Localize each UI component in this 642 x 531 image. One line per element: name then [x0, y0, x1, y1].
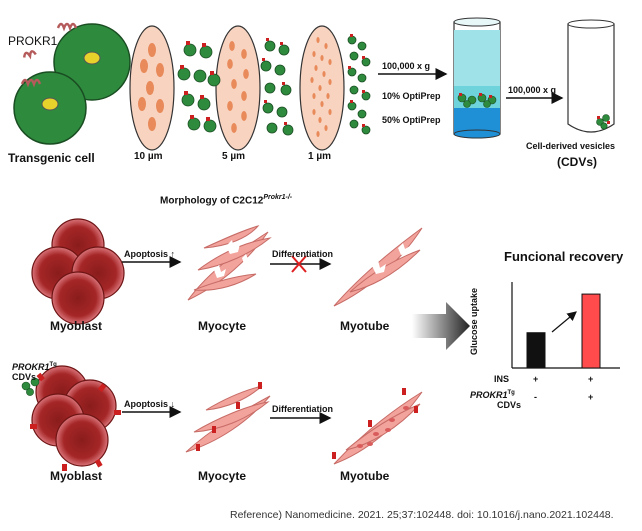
ins-label: INS: [494, 374, 510, 384]
row2-differentiation-label: Differentiation: [272, 404, 334, 414]
myotube-row2: [332, 388, 423, 465]
row1-apoptosis-label: Apoptosis ↑: [124, 249, 175, 259]
filter-10um: [129, 25, 175, 151]
cdv-value-1: -: [534, 392, 537, 402]
vesicle-receptors: [180, 34, 365, 127]
bar-ins-only: [526, 332, 546, 369]
row1-myocyte-label: Myocyte: [198, 319, 247, 333]
row2-apoptosis-label: Apoptosis ↓: [124, 399, 175, 409]
myocyte-row2-receptors: [196, 382, 262, 451]
transgenic-cell-label: Transgenic cell: [8, 151, 95, 165]
centrifuge-tube-2: [567, 19, 615, 133]
ins-value-2: +: [588, 374, 594, 384]
centrifuge2-label: 100,000 x g: [508, 85, 557, 95]
row2-prokr1-label: PROKR1Tg: [12, 362, 57, 372]
bar-ins-plus-cdv: [581, 293, 601, 369]
row1-myotube-label: Myotube: [340, 319, 390, 333]
reference-text: Reference) Nanomedicine. 2021. 25;37:102…: [230, 509, 614, 521]
recovery-title: Funcional recovery: [504, 249, 624, 264]
gene-label: PROKR1: [8, 34, 58, 48]
myocyte-row2: [185, 385, 271, 453]
chart-y-label: Glucose uptake: [469, 287, 479, 355]
row1-myoblast-label: Myoblast: [50, 319, 103, 333]
myotube-row1-damage: [372, 243, 410, 274]
filter-label-10um: 10 µm: [134, 151, 163, 162]
centrifuge-tube-1: [453, 17, 501, 139]
row2-cdvs-label: CDVs: [12, 372, 37, 382]
cdv-label: Cell-derived vesicles: [526, 141, 616, 151]
row2-myotube-label: Myotube: [340, 469, 390, 483]
myocyte-row1-damage: [214, 240, 252, 278]
filter-membranes: [129, 25, 345, 151]
row2-myoblast-label: Myoblast: [50, 469, 103, 483]
filter-1um: [299, 25, 345, 151]
optiprep50-label: 50% OptiPrep: [382, 115, 441, 125]
row2-myocyte-label: Myocyte: [198, 469, 247, 483]
myoblast-row2: [31, 365, 117, 467]
transgenic-cells: [13, 22, 131, 145]
myoblast-row1: [31, 218, 125, 325]
cdv-value-2: +: [588, 392, 594, 402]
cdv-row-sub: CDVs: [497, 400, 522, 410]
big-arrow: [412, 302, 470, 350]
vesicle-clusters: [177, 35, 371, 136]
filter-label-5um: 5 µm: [222, 151, 245, 162]
cdv-vesicles-inset: [21, 377, 40, 396]
myoblast-row2-receptors: [30, 372, 121, 471]
morphology-title: Morphology of C2C12Prokr1-/-: [160, 194, 293, 207]
block-x-icon: [291, 255, 307, 273]
filter-5um: [215, 25, 261, 151]
centrifuge1-label: 100,000 x g: [382, 61, 431, 71]
cdv-abbr: (CDVs): [557, 155, 598, 169]
recovery-chart: [511, 282, 620, 369]
cdv-row-label: PROKR1Tg: [470, 390, 515, 400]
myocyte-row1: [187, 225, 272, 301]
row1-differentiation-label: Differentiation: [272, 249, 334, 259]
recovery-arrow: [551, 311, 577, 333]
optiprep10-label: 10% OptiPrep: [382, 91, 441, 101]
ins-value-1: +: [533, 374, 539, 384]
filter-label-1um: 1 µm: [308, 151, 331, 162]
